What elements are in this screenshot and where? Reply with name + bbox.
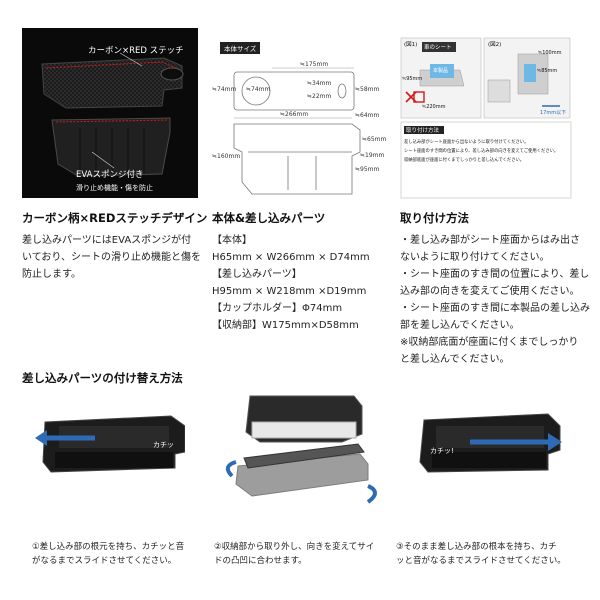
step3-caption: ③そのまま差し込み部の根本を持ち、カチ ッと音がなるまでスライドさせてください。: [396, 540, 566, 568]
col1-line: 差し込みパーツにはEVAスポンジが付: [22, 235, 192, 246]
step3-drawing: [419, 413, 562, 473]
dim-label: ≒64mm: [355, 112, 380, 119]
step1-caption: ①差し込み部の根元を持ち、カチッと音 がなるまでスライドさせてください。: [32, 540, 184, 568]
click-label-2: カチッ!: [430, 447, 454, 455]
fig1-label: (図1): [404, 42, 418, 48]
col3-line: ・シート座面のすき間に本製品の差し込み: [400, 303, 590, 314]
col1-title: カーボン柄×REDステッチデザイン: [22, 211, 208, 225]
col1-line: いており、シートの滑り止め機能と傷を: [22, 252, 201, 263]
dim-label: ≒19mm: [360, 152, 385, 159]
dim-label: ≒22mm: [307, 93, 332, 100]
step1-caption-line: がなるまでスライドさせてください。: [32, 556, 177, 566]
col2-line: 【カップホルダー】Φ74mm: [212, 303, 343, 314]
col1-line: 防止します。: [22, 269, 81, 280]
step2-caption-line: ドの凸凹に合わせます。: [214, 556, 307, 566]
install-note-line: シート座面のすき間の位置により、差し込み部の向きを変えてご使用ください。: [404, 149, 559, 154]
col2-line: 【差し込みパーツ】: [212, 269, 302, 280]
col2-line: 【収納部】W175mm×D58mm: [212, 320, 359, 331]
photo-label-carbon: カーボン×RED ステッチ: [88, 46, 184, 56]
step2-caption-line: ②収納部から取り外し、向きを変えてサイ: [214, 542, 375, 552]
photo-label-eva: EVAスポンジ付き: [76, 170, 144, 180]
step3-image: カチッ!: [410, 406, 562, 478]
product-photo-illustration: [41, 52, 184, 177]
dim-label: ≒266mm: [280, 111, 309, 118]
dim-label: ≒74mm: [246, 86, 271, 93]
install-note-line: 収納部底面が座面に付くまでしっかりと差し込んでください。: [404, 158, 525, 163]
col2-body: 【本体】 H65mm × W266mm × D74mm 【差し込みパーツ】 H9…: [212, 232, 370, 334]
install-drawing: [400, 37, 572, 199]
dim-b: ≒220mm: [422, 104, 446, 110]
col1-body: 差し込みパーツにはEVAスポンジが付 いており、シートの滑り止め機能と傷を 防止…: [22, 232, 201, 283]
col3-line: 込み部の向きを変えてご使用ください。: [400, 286, 580, 297]
fig2-label: (図2): [488, 42, 502, 48]
col3-line: と差し込んでください。: [400, 354, 510, 365]
dim-c: ≒100mm: [538, 50, 562, 56]
dim-label: ≒95mm: [355, 166, 380, 173]
step1-drawing: [35, 415, 186, 473]
photo-label-sub: 滑り止め機能・傷を防止: [76, 184, 153, 192]
step2-caption: ②収納部から取り外し、向きを変えてサイ ドの凸凹に合わせます。: [214, 540, 374, 568]
col2-line: H95mm × W218mm ×D19mm: [212, 286, 367, 297]
body-label: 本製品: [433, 68, 449, 74]
install-note-head: 取り付け方法: [406, 128, 440, 134]
col3-line: ※収納部底面が座面に付くまでしっかり: [400, 337, 579, 348]
dim-label: ≒65mm: [362, 136, 387, 143]
step1-caption-line: ①差し込み部の根元を持ち、カチッと音: [32, 542, 185, 552]
dim-label: ≒74mm: [212, 86, 237, 93]
col2-title: 本体&差し込みパーツ: [212, 211, 326, 225]
step3-caption-line: ッと音がなるまでスライドさせてください。: [396, 556, 566, 566]
install-note-line: 差し込み部がシート座面から出ないように取り付けてください。: [404, 140, 529, 145]
col3-line: ・差し込み部がシート座面からはみ出さ: [400, 235, 580, 246]
col3-line: 部を差し込んでください。: [400, 320, 520, 331]
col2-line: H65mm × W266mm × D74mm: [212, 252, 370, 263]
dim-label: ≒34mm: [307, 80, 332, 87]
col3-line: ・シート座面のすき間の位置により、差し: [400, 269, 590, 280]
dim-a: ≒95mm: [402, 76, 423, 82]
step2-image: [222, 392, 382, 512]
dimension-drawing: [233, 67, 361, 195]
install-note-list: 差し込み部がシート座面から出ないように取り付けてください。 シート座面のすき間の…: [404, 138, 568, 165]
click-label-1: カチッ: [153, 441, 174, 449]
dim-label: ≒175mm: [300, 61, 329, 68]
car-seat-label: 車のシート: [424, 45, 452, 51]
dim-label: ≒58mm: [355, 86, 380, 93]
product-photo: カーボン×RED ステッチ EVAスポンジ付き 滑り止め機能・傷を防止: [22, 28, 198, 198]
dimension-diagram: 本体サイズ ≒175mm ≒34mm ≒74mm ≒74mm ≒22mm ≒58…: [212, 40, 386, 200]
col3-line: ないように取り付けてください。: [400, 252, 550, 263]
col3-body: ・差し込み部がシート座面からはみ出さ ないように取り付けてください。 ・シート座…: [400, 232, 590, 368]
step2-drawing: [225, 395, 377, 504]
step1-image: カチッ: [35, 408, 186, 478]
dim-d: ≒85mm: [537, 68, 558, 74]
dimension-tag: 本体サイズ: [220, 42, 261, 54]
col2-line: 【本体】: [212, 235, 252, 246]
dim-label: ≒160mm: [212, 153, 241, 160]
section-title-replace: 差し込みパーツの付け替え方法: [22, 371, 183, 385]
col3-title: 取り付け方法: [400, 211, 469, 225]
install-diagram: (図1) (図2) 車のシート 本製品 ≒95mm ≒220mm ≒100mm …: [400, 30, 572, 202]
dim-e: 17mm以下: [540, 110, 567, 116]
step3-caption-line: ③そのまま差し込み部の根本を持ち、カチ: [396, 542, 557, 552]
